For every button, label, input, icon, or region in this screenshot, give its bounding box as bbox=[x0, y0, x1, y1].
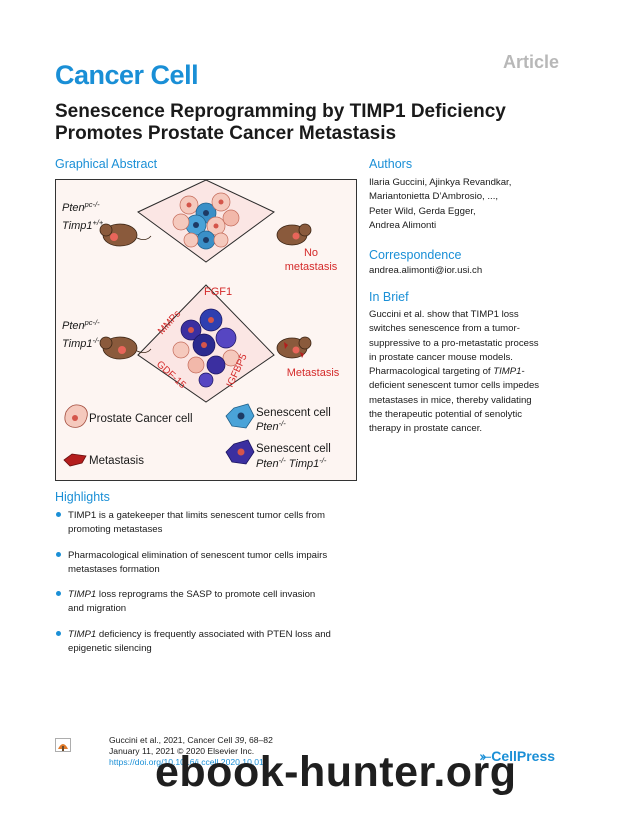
middle-left-mouse bbox=[99, 336, 152, 360]
legend-senescent-pten-timp1-icon bbox=[225, 439, 255, 465]
middle-right-mouse bbox=[276, 336, 312, 359]
bullet-icon bbox=[56, 512, 61, 517]
author-line: Ilaria Guccini, Ajinkya Revandkar, bbox=[369, 177, 512, 188]
legend-prostate-cell-icon bbox=[64, 404, 88, 428]
top-cell-cluster bbox=[172, 192, 240, 250]
in-brief-line: metastases in mice, thereby validating bbox=[369, 394, 532, 406]
authors-list: Ilaria Guccini, Ajinkya Revandkar, Maria… bbox=[369, 176, 609, 233]
in-brief-text: Guccini et al. show that TIMP1 loss swit… bbox=[369, 308, 609, 437]
legend-senescent-pten-genotype: Pten-/- bbox=[256, 419, 286, 433]
bullet-icon bbox=[56, 630, 61, 636]
middle-genotype-pten: Ptenpc-/- bbox=[62, 318, 100, 332]
highlight-item: TIMP1 deficiency is frequently associate… bbox=[55, 628, 365, 657]
in-brief-line: therapy in prostate cancer. bbox=[369, 423, 483, 435]
in-brief-heading: In Brief bbox=[369, 290, 409, 304]
cellpress-logo: ⤜CellPress bbox=[480, 748, 556, 764]
legend-metastasis-label: Metastasis bbox=[89, 455, 144, 467]
citation-block: Guccini et al., 2021, Cancer Cell 39, 68… bbox=[109, 735, 273, 767]
elsevier-logo-icon bbox=[55, 738, 71, 752]
legend-senescent-pten-timp1-genotype: Pten-/- Timp1-/- bbox=[256, 456, 327, 470]
legend-senescent-pten-label: Senescent cell bbox=[256, 407, 331, 419]
cellpress-icon: ⤜ bbox=[480, 748, 492, 764]
author-line: Andrea Alimonti bbox=[369, 219, 437, 231]
factor-fgf1: FGF1 bbox=[204, 286, 232, 298]
authors-heading: Authors bbox=[369, 157, 413, 171]
no-metastasis-line2: metastasis bbox=[285, 261, 338, 273]
in-brief-line: in prostate cancer mouse models. bbox=[369, 351, 513, 363]
no-metastasis-line1: No bbox=[304, 247, 318, 259]
bullet-icon bbox=[56, 591, 61, 597]
highlight-item: Pharmacological elimination of senescent… bbox=[55, 549, 365, 578]
correspondence-heading: Correspondence bbox=[369, 248, 462, 262]
middle-genotype-timp1: Timp1-/- bbox=[62, 336, 100, 350]
highlight-item: TIMP1 loss reprograms the SASP to promot… bbox=[55, 588, 365, 617]
legend-senescent-pten-icon bbox=[225, 403, 255, 429]
highlights-heading: Highlights bbox=[55, 490, 110, 504]
article-type-tag: Article bbox=[503, 52, 560, 72]
author-line: Peter Wild, Gerda Egger, bbox=[369, 205, 476, 217]
legend-prostate-cell-label: Prostate Cancer cell bbox=[89, 413, 193, 425]
graphical-abstract-heading: Graphical Abstract bbox=[55, 157, 158, 171]
paper-title: Senescence Reprogramming by TIMP1 Defici… bbox=[55, 101, 506, 144]
metastasis-label: Metastasis bbox=[287, 367, 340, 379]
legend-senescent-pten-timp1-label: Senescent cell bbox=[256, 443, 331, 455]
top-right-mouse bbox=[276, 223, 312, 246]
journal-logo-text: Cancer Cell bbox=[55, 60, 199, 90]
middle-cell-cluster bbox=[172, 308, 240, 388]
highlight-item: TIMP1 is a gatekeeper that limits senesc… bbox=[55, 509, 365, 538]
in-brief-line: Guccini et al. show that TIMP1 loss bbox=[369, 309, 519, 320]
in-brief-line: Pharmacological targeting of TIMP1- bbox=[369, 366, 525, 378]
doi-link[interactable]: https://doi.org/10.1016/j.ccell.2020.10.… bbox=[109, 757, 269, 767]
in-brief-line: deficient senescent tumor cells impedes bbox=[369, 380, 540, 392]
legend-metastasis-icon bbox=[63, 453, 87, 467]
graphical-abstract-figure: Ptenpc-/- Timp1+/+ Ptenpc-/- Timp1-/- No… bbox=[55, 179, 357, 481]
correspondence-email[interactable]: andrea.alimonti@ior.usi.ch bbox=[369, 265, 483, 276]
in-brief-line: switches senescence from a tumor- bbox=[369, 323, 520, 335]
author-line: Mariantonietta D’Ambrosio, ..., bbox=[369, 191, 499, 203]
top-genotype-timp1: Timp1+/+ bbox=[62, 218, 104, 232]
top-left-mouse bbox=[99, 223, 152, 247]
in-brief-line: suppressive to a pro-metastatic process bbox=[369, 337, 539, 349]
top-genotype-pten: Ptenpc-/- bbox=[62, 200, 100, 214]
watermark-text: ebook-hunter.org bbox=[155, 748, 517, 796]
in-brief-line: the therapeutic potential of senolytic bbox=[369, 409, 523, 421]
highlights-list: TIMP1 is a gatekeeper that limits senesc… bbox=[55, 509, 365, 667]
bullet-icon bbox=[56, 551, 61, 557]
